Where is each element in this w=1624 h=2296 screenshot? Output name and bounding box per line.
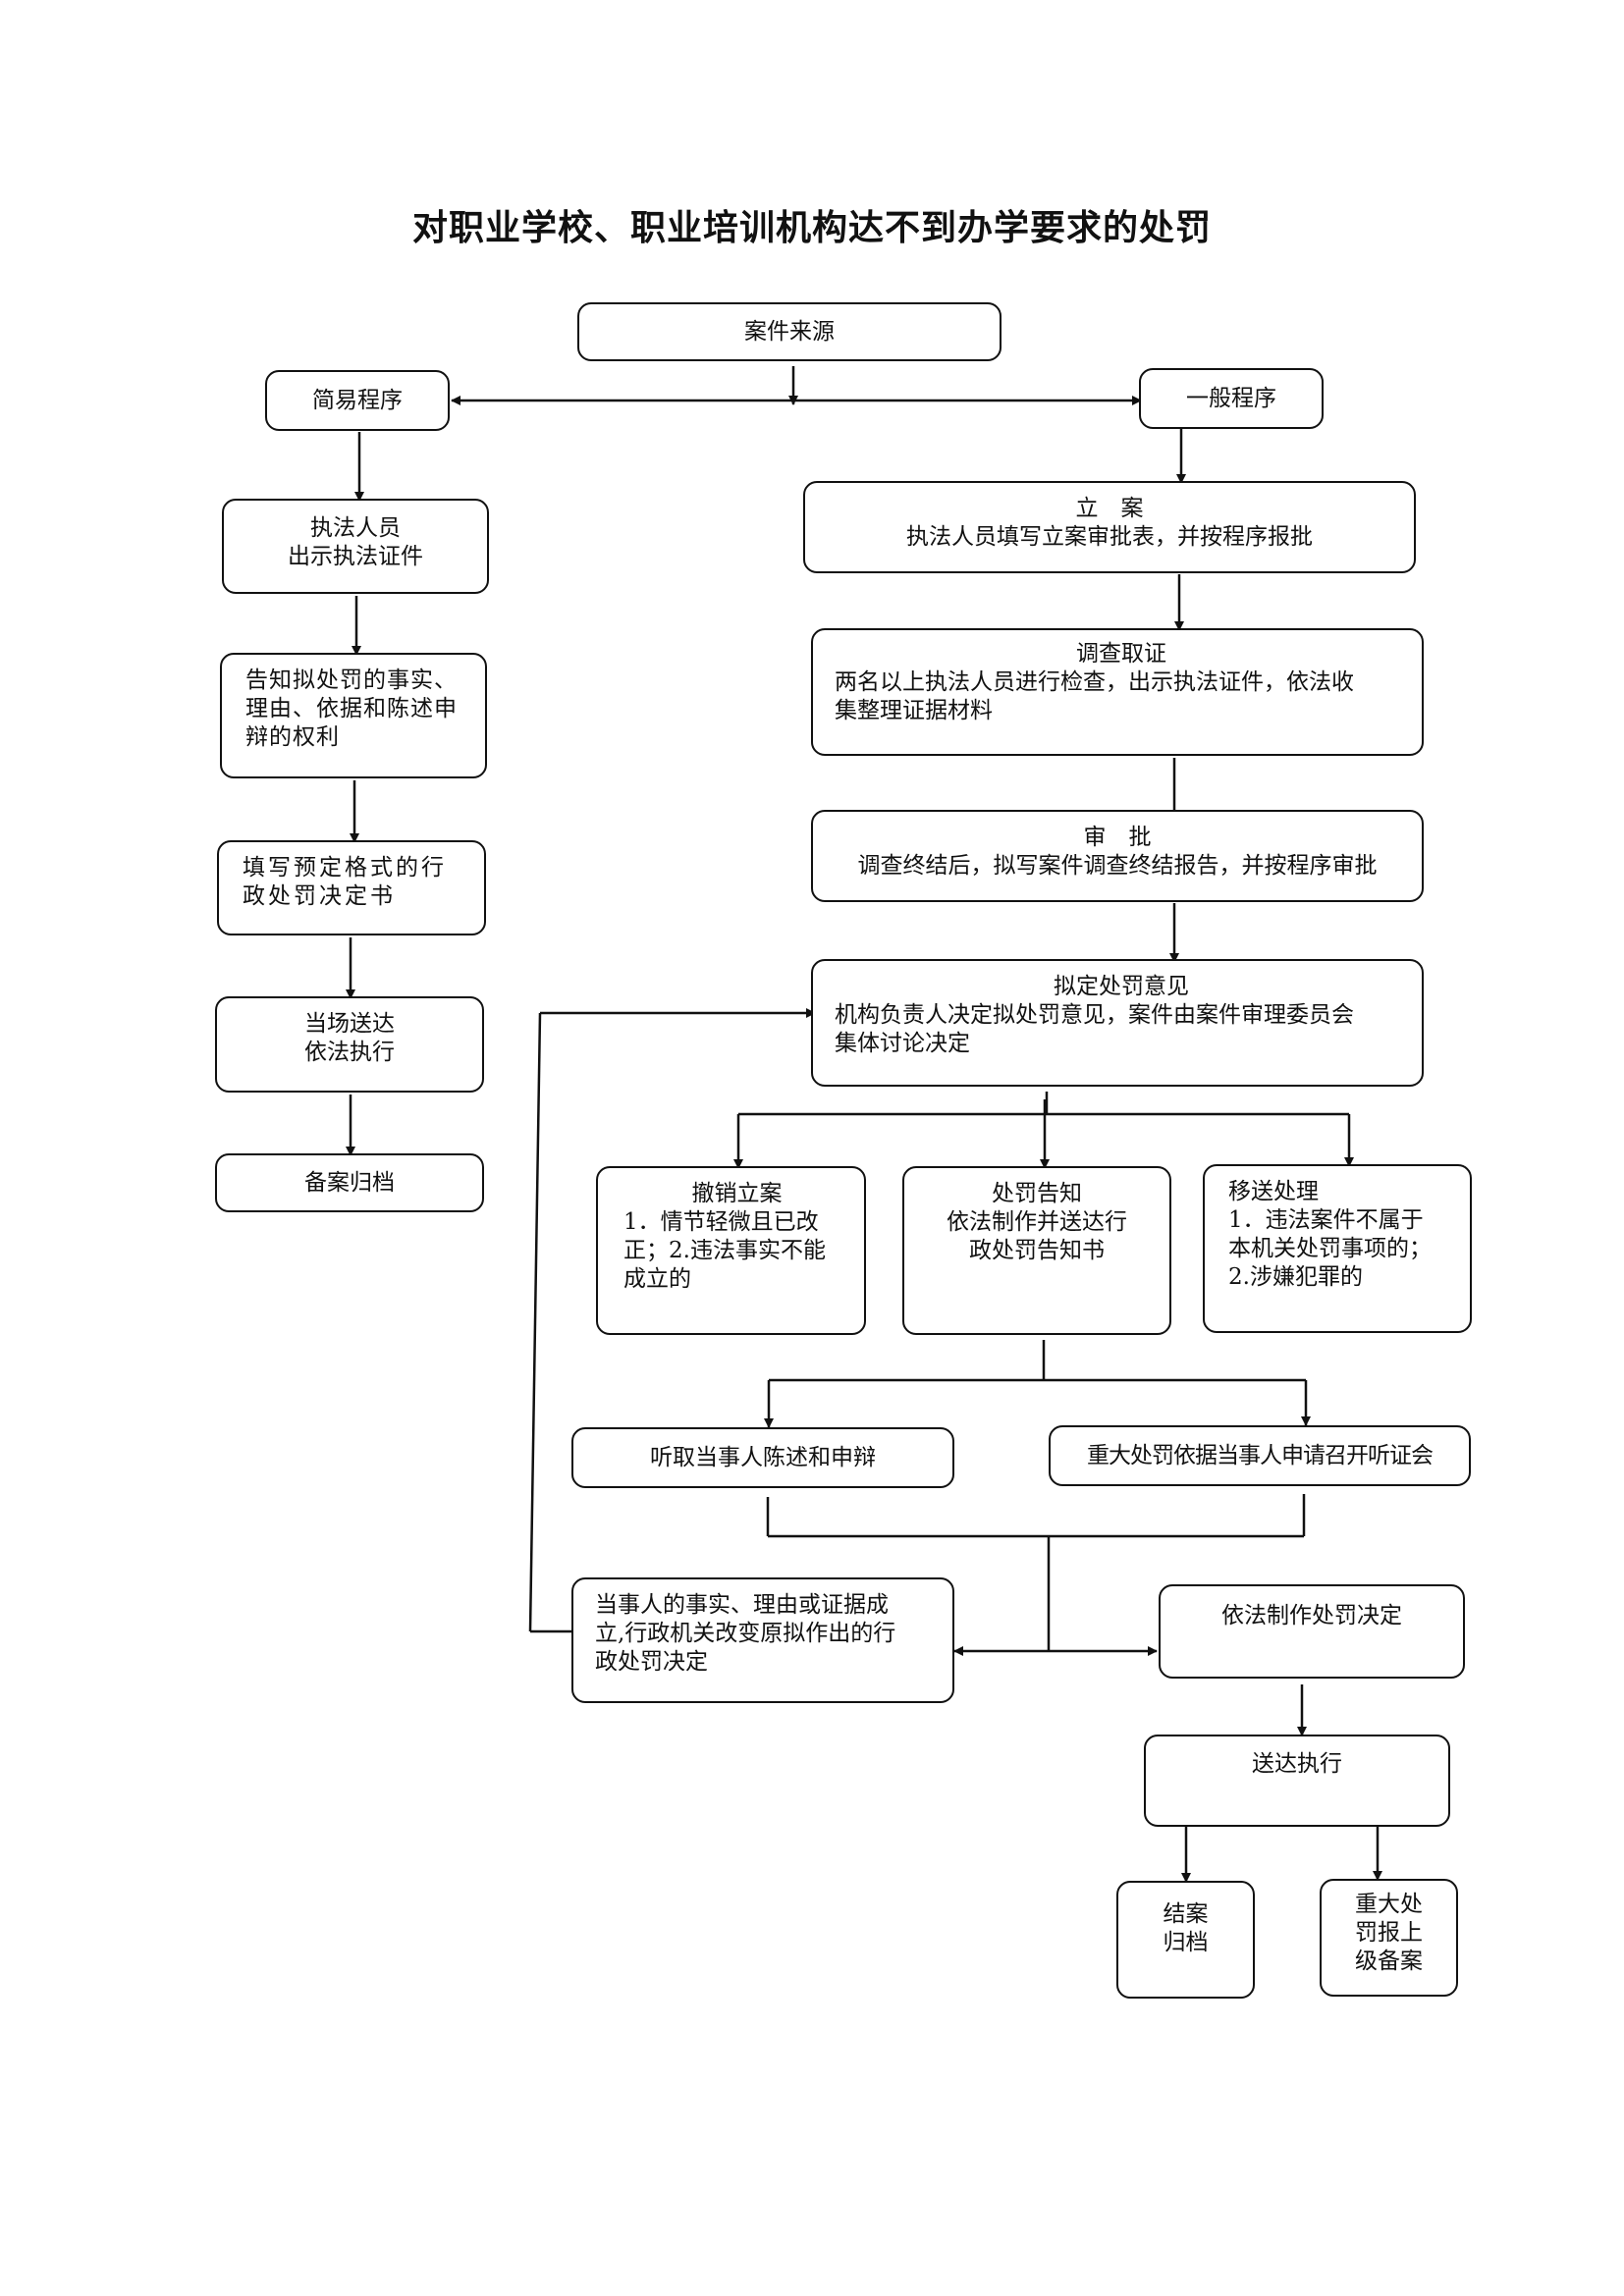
node-hearing: 重大处罚依据当事人申请召开听证会	[1049, 1425, 1471, 1486]
node-line: 依法制作处罚决定	[1221, 1603, 1402, 1629]
node-label: 一般程序	[1186, 385, 1276, 411]
node-line: 执法人员	[310, 515, 401, 541]
node-line: 辩的权利	[245, 724, 340, 750]
node-label: 备案归档	[304, 1169, 395, 1196]
node-close-archive: 结案 归档	[1116, 1881, 1255, 1999]
node-line: 正；2.违法事实不能	[623, 1238, 826, 1263]
node-line: 理由、依据和陈述申	[245, 696, 458, 721]
node-line: 集体讨论决定	[835, 1031, 970, 1056]
node-investigate: 调查取证 两名以上执法人员进行检查，出示执法证件，依法收 集整理证据材料	[811, 628, 1424, 756]
node-line: 告知拟处罚的事实、	[245, 667, 458, 693]
node-line: 机构负责人决定拟处罚意见，案件由案件审理委员会	[835, 1002, 1354, 1028]
node-line: 政处罚决定	[595, 1649, 708, 1675]
node-line: 结案	[1163, 1901, 1209, 1927]
line-feedback-v	[528, 1012, 542, 1632]
node-line: 立,行政机关改变原拟作出的行	[595, 1621, 896, 1646]
node-line: 集整理证据材料	[835, 698, 993, 723]
node-inform-rights: 告知拟处罚的事实、 理由、依据和陈述申 辩的权利	[220, 653, 487, 778]
node-approve: 审 批 调查终结后，拟写案件调查终结报告，并按程序审批	[811, 810, 1424, 902]
node-report-superior: 重大处 罚报上 级备案	[1320, 1879, 1458, 1997]
node-line: 送达执行	[1252, 1751, 1342, 1777]
node-hear-statement: 听取当事人陈述和申辩	[571, 1427, 954, 1488]
node-line: 归档	[1163, 1930, 1209, 1955]
node-line: 填写预定格式的行	[243, 855, 447, 881]
node-archive-simple: 备案归档	[215, 1153, 484, 1212]
node-line: 2.涉嫌犯罪的	[1228, 1264, 1363, 1290]
node-label: 重大处罚依据当事人申请召开听证会	[1087, 1442, 1434, 1468]
node-deliver-onsite: 当场送达 依法执行	[215, 996, 484, 1093]
node-line: 撤销立案	[691, 1181, 783, 1206]
node-change-decision: 当事人的事实、理由或证据成 立,行政机关改变原拟作出的行 政处罚决定	[571, 1577, 954, 1703]
node-line: 立 案	[1075, 496, 1144, 521]
node-line: 调查终结后，拟写案件调查终结报告，并按程序审批	[857, 853, 1378, 879]
node-transfer: 移送处理 1．违法案件不属于 本机关处罚事项的； 2.涉嫌犯罪的	[1203, 1164, 1472, 1333]
page-title: 对职业学校、职业培训机构达不到办学要求的处罚	[411, 207, 1212, 248]
node-deliver-execute: 送达执行	[1144, 1735, 1450, 1827]
node-case-source: 案件来源	[577, 302, 1001, 361]
node-line: 级备案	[1355, 1949, 1423, 1974]
node-show-id: 执法人员 出示执法证件	[222, 499, 489, 594]
node-label: 听取当事人陈述和申辩	[650, 1444, 876, 1470]
node-line: 审 批	[1083, 825, 1152, 850]
node-line: 当事人的事实、理由或证据成	[595, 1592, 889, 1618]
node-line: 1．情节轻微且已改	[623, 1209, 819, 1235]
node-line: 处罚告知	[992, 1181, 1082, 1206]
node-line: 政处罚决定书	[243, 883, 396, 909]
node-line: 成立的	[623, 1266, 691, 1292]
node-label: 简易程序	[312, 387, 403, 413]
node-line: 出示执法证件	[288, 544, 423, 569]
node-line: 移送处理	[1228, 1179, 1319, 1204]
node-revoke-case: 撤销立案 1．情节轻微且已改 正；2.违法事实不能 成立的	[596, 1166, 866, 1335]
node-line: 调查取证	[1076, 641, 1166, 667]
node-line: 重大处	[1355, 1892, 1423, 1917]
node-penalty-notice: 处罚告知 依法制作并送达行 政处罚告知书	[902, 1166, 1171, 1335]
node-line: 两名以上执法人员进行检查，出示执法证件，依法收	[835, 669, 1354, 695]
node-line: 依法执行	[304, 1040, 395, 1065]
node-line: 本机关处罚事项的；	[1228, 1236, 1432, 1261]
node-line: 拟定处罚意见	[1054, 974, 1189, 999]
node-line: 依法制作并送达行	[947, 1209, 1127, 1235]
node-label: 案件来源	[744, 318, 835, 345]
node-line: 政处罚告知书	[969, 1238, 1105, 1263]
node-make-decision: 依法制作处罚决定	[1159, 1584, 1465, 1679]
node-register: 立 案 执法人员填写立案审批表，并按程序报批	[803, 481, 1416, 573]
node-general-procedure: 一般程序	[1139, 368, 1324, 429]
node-line: 当场送达	[304, 1011, 395, 1037]
node-line: 罚报上	[1355, 1920, 1423, 1946]
node-line: 1．违法案件不属于	[1228, 1207, 1424, 1233]
node-fill-form: 填写预定格式的行 政处罚决定书	[217, 840, 486, 935]
node-draft-opinion: 拟定处罚意见 机构负责人决定拟处罚意见，案件由案件审理委员会 集体讨论决定	[811, 959, 1424, 1087]
node-line: 执法人员填写立案审批表，并按程序报批	[906, 524, 1313, 550]
node-simple-procedure: 简易程序	[265, 370, 450, 431]
